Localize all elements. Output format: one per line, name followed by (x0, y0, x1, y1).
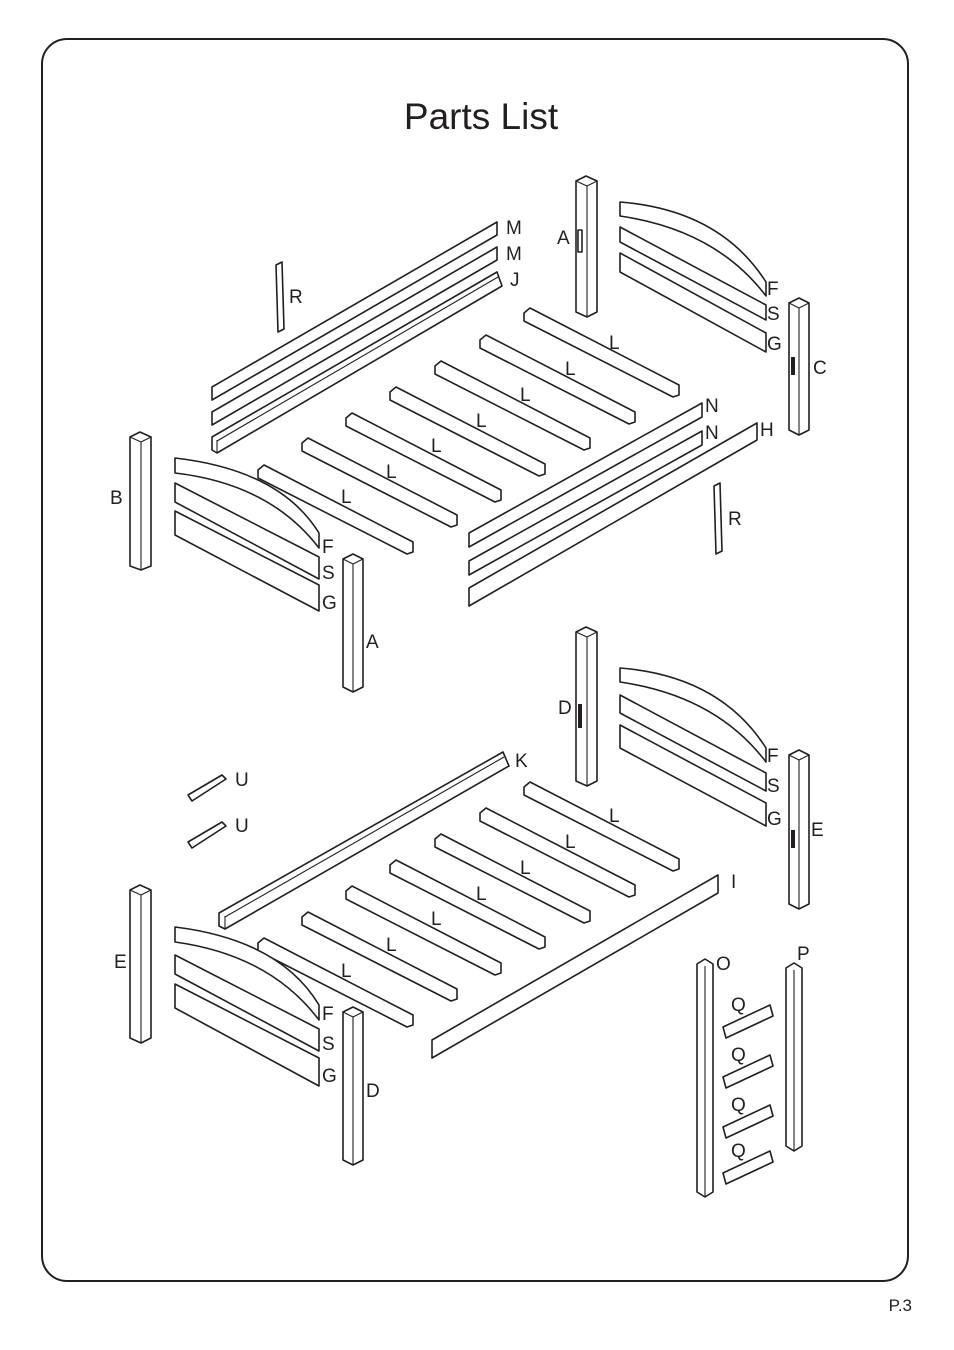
label-q-1: Q (731, 995, 746, 1016)
part-m-rail-2 (211, 246, 498, 426)
page-number: P.3 (888, 1296, 912, 1315)
part-g-board-1 (619, 252, 767, 353)
part-a-post-1 (575, 175, 598, 318)
part-n-rail-2 (468, 430, 703, 576)
label-l-t4: L (476, 411, 487, 432)
part-r-post-2 (713, 482, 723, 555)
label-d-2: D (366, 1081, 380, 1102)
label-f-3: F (767, 746, 779, 767)
part-g-board-4 (174, 983, 320, 1087)
part-b-post (129, 431, 152, 571)
label-s-1: S (767, 304, 780, 325)
label-q-2: Q (731, 1045, 746, 1066)
part-o-ladder-rail (696, 958, 714, 1198)
label-h: H (760, 420, 774, 441)
part-f-headboard-1 (619, 201, 767, 297)
part-h-rail (468, 422, 758, 607)
part-e-post-2 (129, 884, 152, 1044)
part-u-1 (187, 774, 227, 802)
label-m-2: M (506, 244, 522, 265)
label-o: O (716, 954, 731, 975)
part-f-headboard-3 (619, 667, 767, 763)
label-m-1: M (506, 218, 522, 239)
part-m-rail-1 (211, 221, 498, 401)
label-s-2: S (322, 563, 335, 584)
label-l-t2: L (565, 359, 576, 380)
label-n-2: N (705, 423, 719, 444)
label-e-1: E (811, 820, 824, 841)
part-p-ladder-rail (785, 962, 803, 1152)
label-l-b4: L (476, 884, 487, 905)
part-e-post-1 (788, 749, 810, 910)
part-s-board-3 (619, 694, 767, 792)
part-d-post-2 (342, 1006, 364, 1166)
page-frame (41, 38, 909, 1282)
label-l-b2: L (565, 832, 576, 853)
label-l-b7: L (341, 961, 352, 982)
label-l-t6: L (386, 462, 397, 483)
part-f-headboard-2 (174, 457, 320, 549)
slats-top (257, 307, 680, 555)
label-n-1: N (705, 396, 719, 417)
label-g-4: G (322, 1066, 337, 1087)
label-q-4: Q (731, 1141, 746, 1162)
part-g-board-3 (619, 724, 767, 827)
label-e-2: E (114, 952, 127, 973)
slats-bottom (257, 781, 680, 1028)
label-l-t5: L (431, 436, 442, 457)
part-k-rail (218, 751, 510, 930)
label-d-1: D (558, 698, 572, 719)
part-i-rail (431, 874, 719, 1059)
label-p: P (797, 944, 810, 965)
label-r-1: R (289, 287, 303, 308)
label-s-4: S (322, 1034, 335, 1055)
label-s-3: S (767, 776, 780, 797)
label-b: B (110, 488, 123, 509)
label-l-t1: L (609, 333, 620, 354)
part-f-headboard-4 (174, 926, 320, 1021)
page-title: Parts List (403, 96, 559, 137)
part-a-post-2 (342, 553, 364, 693)
part-s-board-2 (174, 482, 320, 580)
label-l-t7: L (341, 487, 352, 508)
label-g-2: G (322, 593, 337, 614)
label-l-t3: L (520, 385, 531, 406)
label-f-1: F (767, 279, 779, 300)
label-l-b3: L (520, 858, 531, 879)
part-n-rail-1 (468, 402, 703, 548)
label-c: C (813, 358, 827, 379)
part-q-rungs (722, 1004, 774, 1185)
label-g-1: G (767, 334, 782, 355)
label-g-3: G (767, 809, 782, 830)
part-u-2 (187, 821, 227, 849)
label-r-2: R (728, 509, 742, 530)
part-s-board-1 (619, 226, 767, 321)
part-j-rail (211, 271, 503, 454)
label-f-2: F (322, 537, 334, 558)
label-a-1: A (557, 228, 570, 249)
part-s-board-4 (174, 954, 320, 1052)
label-j: J (510, 270, 520, 291)
label-k: K (515, 751, 528, 772)
part-g-board-2 (174, 510, 320, 612)
label-l-b1: L (609, 806, 620, 827)
label-l-b5: L (431, 909, 442, 930)
label-u-1: U (235, 770, 249, 791)
part-d-post-1 (575, 626, 598, 787)
part-r-post-1 (275, 261, 285, 333)
label-a-2: A (366, 632, 379, 653)
label-f-4: F (322, 1004, 334, 1025)
label-i: I (731, 872, 736, 893)
label-u-2: U (235, 816, 249, 837)
part-c-post (788, 297, 810, 436)
label-l-b6: L (386, 935, 397, 956)
label-q-3: Q (731, 1095, 746, 1116)
